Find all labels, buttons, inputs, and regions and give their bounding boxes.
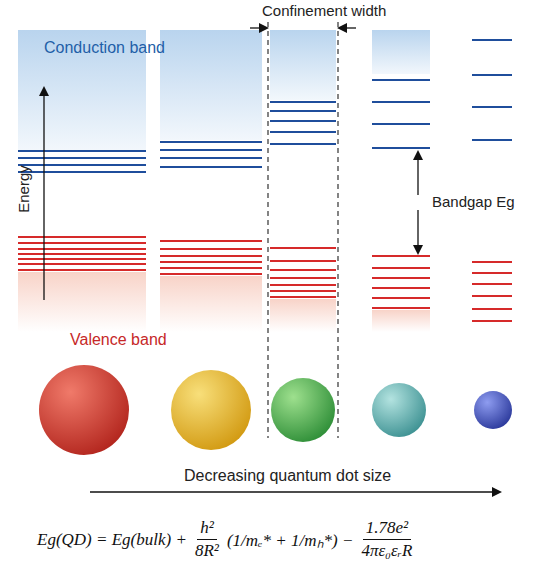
conduction-continuum: [372, 30, 430, 74]
confinement-dash: [337, 22, 338, 438]
valence-level: [472, 308, 512, 310]
valence-level: [160, 273, 262, 275]
bandgap-formula: Eg(QD) = Eg(bulk) +h²8R²(1/mₑ* + 1/mₕ*) …: [34, 518, 417, 561]
valence-level: [472, 320, 512, 322]
conduction-level: [160, 149, 262, 151]
valence-level: [18, 253, 146, 255]
conduction-level: [270, 120, 336, 122]
valence-continuum: [372, 310, 430, 332]
valence-level: [18, 269, 146, 271]
valence-continuum: [18, 272, 146, 332]
valence-level: [372, 277, 430, 279]
conduction-level: [270, 101, 336, 103]
valence-level: [18, 263, 146, 265]
quantum-dot: [171, 370, 251, 450]
fraction: 1.78e²4πε₀εᵣR: [358, 518, 415, 561]
valence-level: [160, 255, 262, 257]
confinement-arrow: [339, 27, 356, 28]
formula-term: 1.78e²: [363, 518, 411, 540]
conduction-level: [472, 139, 512, 141]
conduction-level: [472, 39, 512, 41]
size-label: Decreasing quantum dot size: [184, 466, 391, 485]
bandgap-arrow: [417, 152, 418, 195]
conduction-level: [372, 147, 430, 149]
quantum-dot: [372, 383, 426, 437]
valence-level: [160, 267, 262, 269]
conduction-continuum: [270, 30, 336, 100]
conduction-level: [18, 171, 146, 173]
valence-level: [18, 248, 146, 250]
conduction-level: [372, 101, 430, 103]
valence-level: [372, 287, 430, 289]
conduction-level: [270, 110, 336, 112]
valence-level: [270, 290, 336, 292]
valence-level: [372, 267, 430, 269]
valence-continuum: [270, 299, 336, 332]
conduction-level: [160, 166, 262, 168]
formula-term: 4πε₀εᵣR: [358, 540, 415, 561]
valence-level: [270, 269, 336, 271]
valence-level: [270, 260, 336, 262]
bandgap-arrow: [417, 210, 418, 253]
valence-level: [160, 248, 262, 250]
valence-level: [270, 277, 336, 279]
energy-arrow: [43, 88, 44, 300]
quantum-dot: [271, 378, 335, 442]
valence-level: [472, 295, 512, 297]
conduction-level: [472, 74, 512, 76]
valence-level: [270, 284, 336, 286]
conduction-level: [372, 123, 430, 125]
quantum-dot: [39, 365, 129, 455]
conduction-level: [18, 150, 146, 152]
conduction-level: [270, 131, 336, 133]
valence-level: [270, 296, 336, 298]
conduction-level: [372, 79, 430, 81]
valence-level: [270, 247, 336, 249]
valence-level: [18, 236, 146, 238]
confinement-dash: [267, 22, 268, 438]
valence-level: [472, 283, 512, 285]
fraction: h²8R²: [192, 518, 222, 561]
formula-term: (1/mₑ* + 1/mₕ*) −: [224, 528, 356, 551]
conduction-level: [18, 164, 146, 166]
valence-level: [372, 297, 430, 299]
confinement-arrow: [250, 27, 267, 28]
dimension-label: Confinement width: [262, 2, 386, 20]
valence-level: [160, 240, 262, 242]
conduction-level: [160, 141, 262, 143]
conduction-level: [160, 157, 262, 159]
energy-levels: [18, 30, 512, 332]
conduction-continuum: [160, 30, 262, 140]
formula-term: h²: [197, 518, 217, 540]
bandgap-label: Bandgap Eg: [432, 193, 515, 211]
valence-level: [372, 307, 430, 309]
formula-term: Eg(QD) = Eg(bulk) +: [34, 530, 190, 550]
valence-level: [472, 261, 512, 263]
valence-level: [18, 258, 146, 260]
axis-label: Energy: [15, 165, 33, 213]
quantum-dot: [474, 391, 512, 429]
valence-level: [160, 261, 262, 263]
valence-level: [472, 272, 512, 274]
formula-term: 8R²: [192, 540, 222, 561]
valence-continuum: [160, 276, 262, 332]
conduction-level: [472, 106, 512, 108]
valence-level: [372, 255, 430, 257]
band-label: Valence band: [70, 330, 167, 349]
band-label: Conduction band: [44, 38, 165, 57]
conduction-level: [18, 157, 146, 159]
valence-level: [18, 242, 146, 244]
size-arrow: [90, 491, 500, 493]
conduction-level: [270, 143, 336, 145]
